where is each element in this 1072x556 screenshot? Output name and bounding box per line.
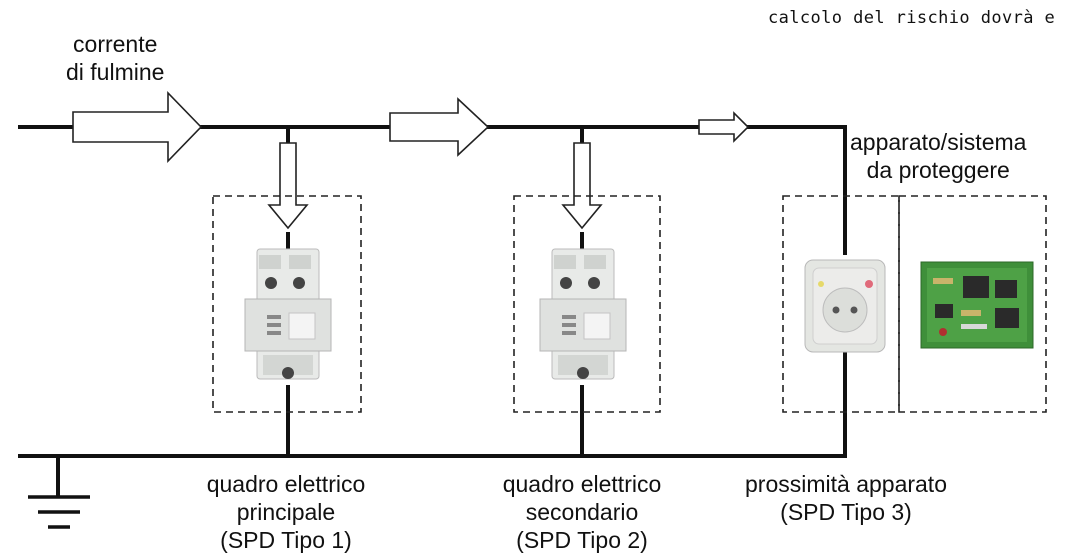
ground-symbol-icon xyxy=(28,456,90,529)
spd-type2-icon xyxy=(539,248,627,380)
protected-device-label: apparato/sistema da proteggere xyxy=(850,129,1027,183)
current-arrow-large xyxy=(72,91,203,163)
spd-type3-icon xyxy=(804,259,886,353)
near-device-label: prossimità apparato (SPD Tipo 3) xyxy=(745,471,947,525)
current-arrow-medium xyxy=(389,97,490,157)
main-panel-label: quadro elettrico principale (SPD Tipo 1) xyxy=(206,471,366,553)
header-text-fragment: calcolo del rischio dovrà e xyxy=(768,8,1056,28)
spd-type1-icon xyxy=(244,248,332,380)
discharge-arrow-spd2 xyxy=(561,142,603,230)
device-box xyxy=(898,195,1047,413)
current-arrow-small xyxy=(698,111,750,143)
lightning-current-label: corrente di fulmine xyxy=(66,31,165,85)
discharge-arrow-spd1 xyxy=(267,142,309,230)
secondary-panel-label: quadro elettrico secondario (SPD Tipo 2) xyxy=(502,471,662,553)
spd2-box xyxy=(513,195,661,413)
circuit-board-icon xyxy=(920,261,1034,349)
spd1-box xyxy=(212,195,362,413)
spd3-box xyxy=(782,195,900,413)
